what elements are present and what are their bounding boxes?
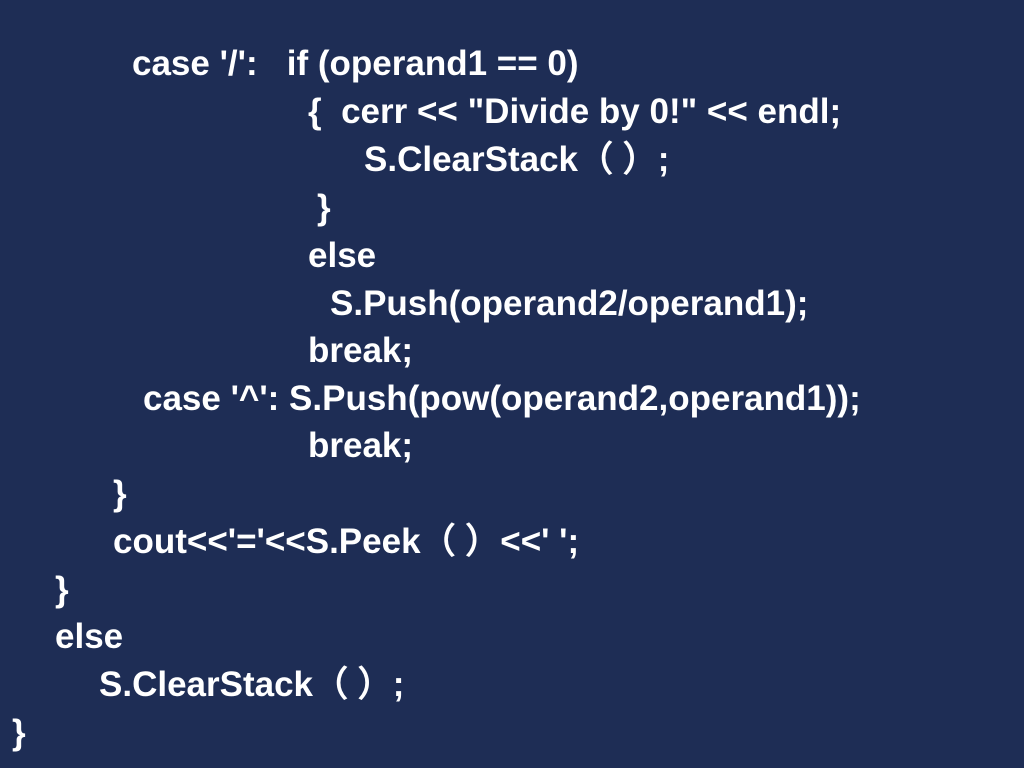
code-line-cout-peek: cout<<'='<<S.Peek（ ）<<' '; (113, 522, 580, 561)
code-line-else-outer: else (55, 617, 124, 656)
code-line-close-brace-if: } (317, 188, 331, 227)
code-line-cerr-divide-by-zero: { cerr << "Divide by 0!" << endl; (308, 92, 842, 131)
code-line-case-divide: case '/': if (operand1 == 0) (132, 44, 579, 83)
code-line-case-power: case '^': S.Push(pow(operand2,operand1))… (143, 379, 861, 418)
code-line-break-power: break; (308, 426, 414, 465)
code-line-push-division: S.Push(operand2/operand1); (330, 284, 809, 323)
code-line-close-brace-final: } (12, 713, 26, 752)
code-line-close-brace-switch: } (113, 474, 127, 513)
code-line-break-divide: break; (308, 331, 414, 370)
code-line-close-brace-block: } (55, 570, 69, 609)
code-line-clearstack-outer: S.ClearStack（ ）; (99, 665, 405, 704)
code-line-clearstack-inner: S.ClearStack（ ）; (364, 140, 670, 179)
code-line-else-inner: else (308, 236, 377, 275)
